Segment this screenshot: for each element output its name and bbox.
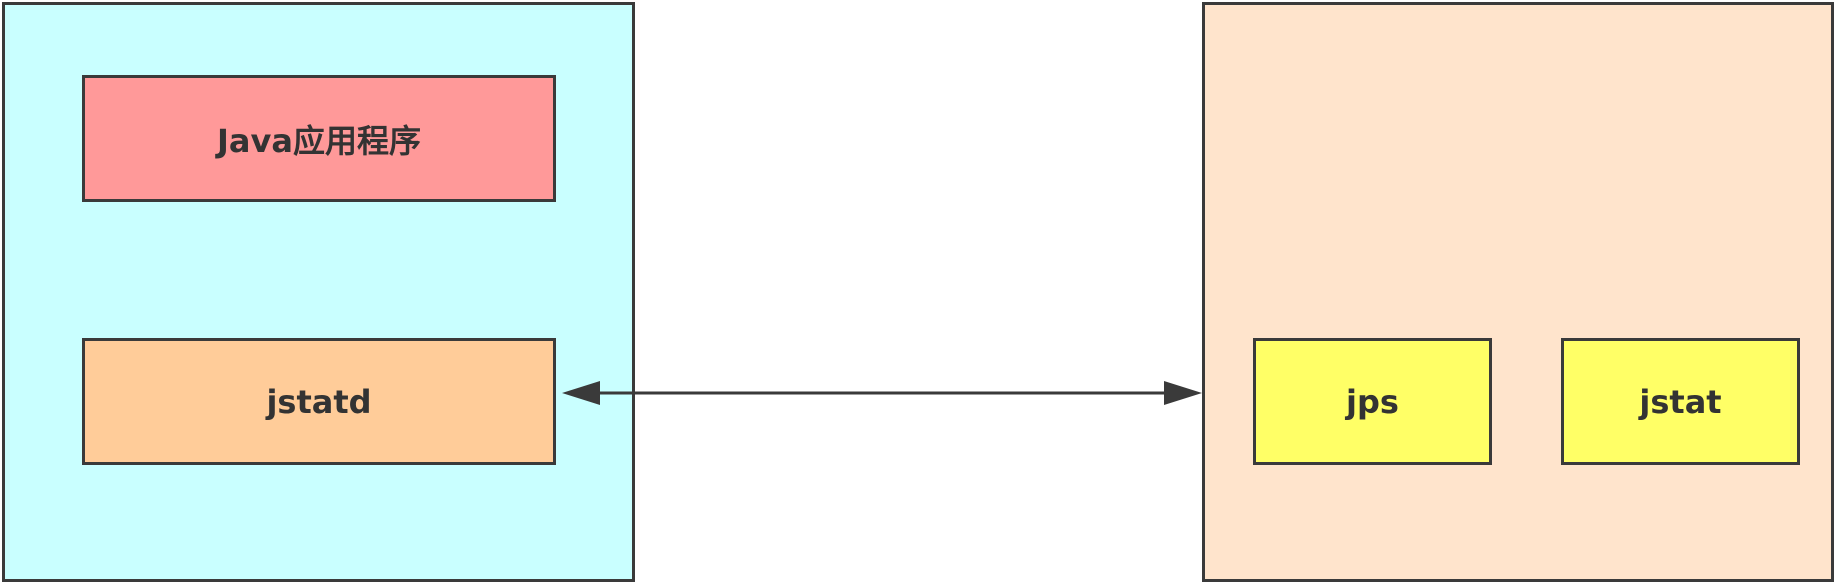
jstatd-node: jstatd xyxy=(82,338,556,465)
java-application-label: Java应用程序 xyxy=(217,121,421,160)
host-right-container xyxy=(1202,2,1834,582)
jstat-label: jstat xyxy=(1639,382,1722,421)
arrowhead-right-icon xyxy=(1164,381,1202,405)
jps-node: jps xyxy=(1253,338,1492,465)
jps-label: jps xyxy=(1346,382,1399,421)
jstat-node: jstat xyxy=(1561,338,1800,465)
java-application-node: Java应用程序 xyxy=(82,75,556,202)
jstatd-label: jstatd xyxy=(266,382,372,421)
